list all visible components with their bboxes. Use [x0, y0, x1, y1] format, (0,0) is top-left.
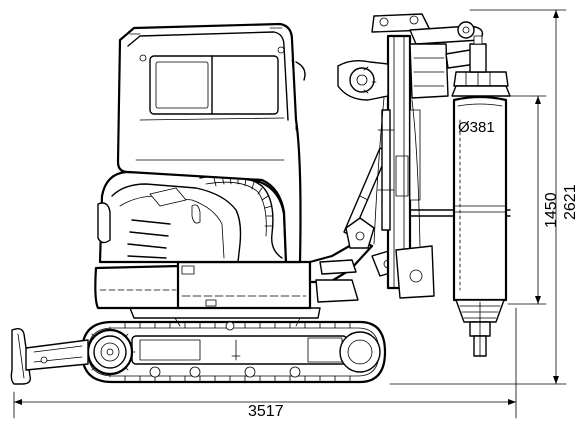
overall-height-label: 2621 [562, 184, 579, 220]
casing-diameter-label: Ø381 [458, 119, 495, 136]
drive-sprocket [84, 326, 136, 378]
dimension-lines [13, 9, 567, 419]
boom-and-mast [308, 13, 511, 303]
overall-length-label: 3517 [248, 403, 284, 420]
operator-cab [116, 22, 306, 264]
upper-structure [94, 170, 321, 327]
track-undercarriage [80, 320, 387, 384]
drill-casing [451, 85, 511, 357]
dozer-blade [10, 327, 89, 385]
casing-length-label: 1450 [543, 192, 560, 228]
